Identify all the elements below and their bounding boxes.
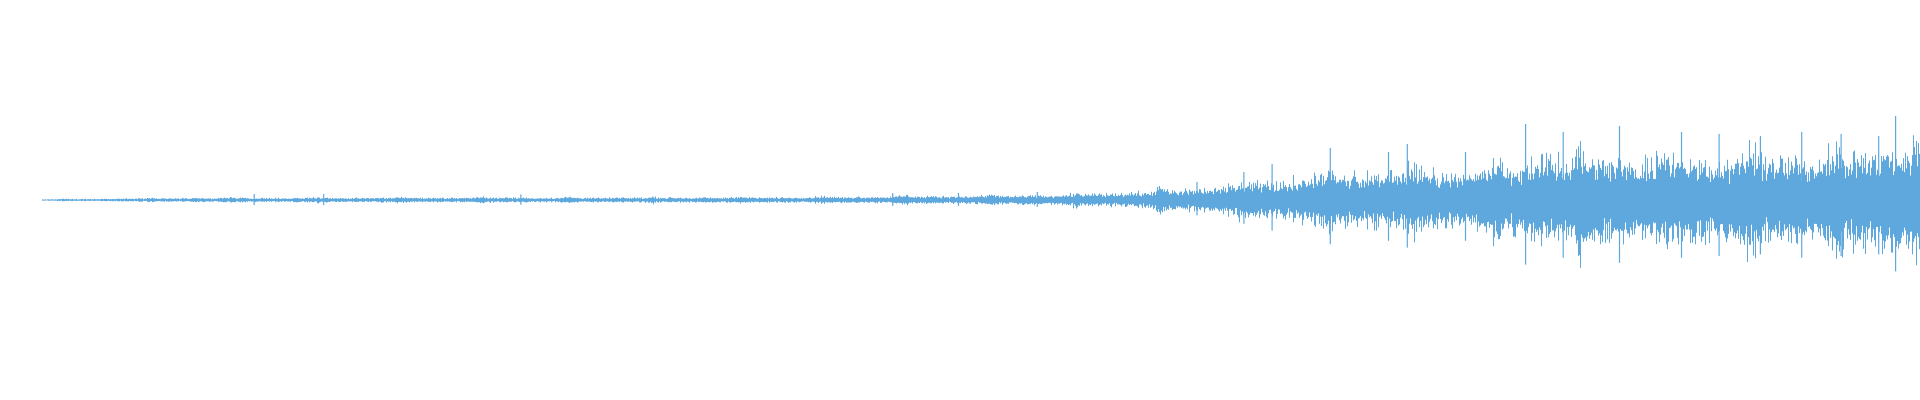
waveform-samples <box>42 135 1920 268</box>
waveform-envelope <box>42 135 1920 268</box>
